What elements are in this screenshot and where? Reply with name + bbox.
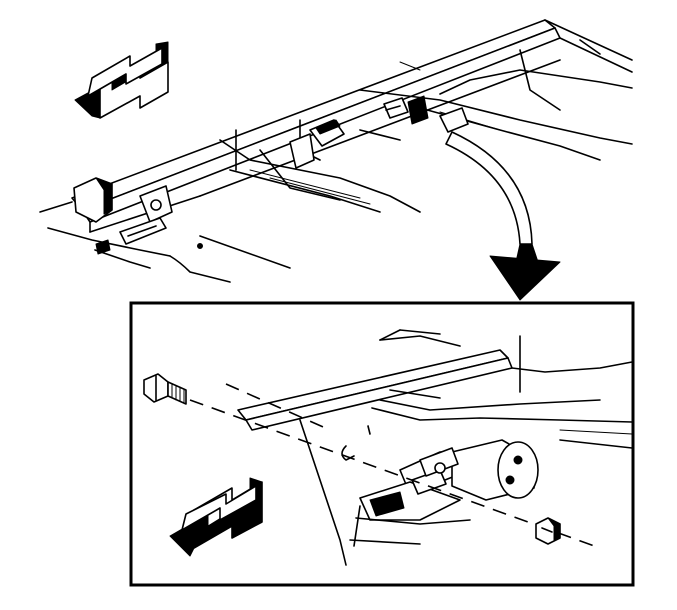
bolt-icon	[143, 373, 187, 405]
underbody-structure	[39, 39, 633, 283]
inset-direction-arrow-icon	[169, 477, 263, 557]
bushing-icon	[419, 439, 539, 501]
nut-icon	[535, 517, 561, 545]
installation-axis	[189, 399, 601, 549]
spring-hanger	[289, 95, 469, 169]
callout-arrow-icon	[445, 131, 561, 301]
upper-axis	[225, 383, 331, 431]
front-direction-arrow-icon	[74, 41, 169, 119]
inset-frame	[129, 301, 635, 587]
front-bracket	[73, 177, 203, 255]
frame-overview	[39, 19, 633, 301]
detail-frame-rail	[237, 329, 633, 566]
detail-inset	[129, 301, 635, 587]
